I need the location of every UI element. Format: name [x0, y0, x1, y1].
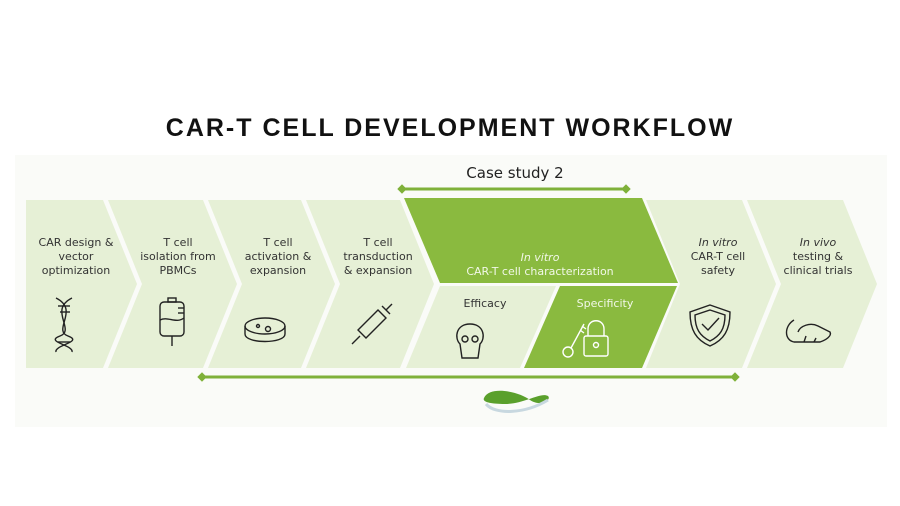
efficacy-panel: [406, 286, 556, 368]
label-line: testing &: [792, 250, 844, 263]
step-3-chevron: [208, 200, 335, 368]
label-line: clinical trials: [783, 264, 853, 277]
label-line: CAR-T cell: [690, 250, 746, 263]
syringe-icon: [351, 303, 393, 345]
iv-bag-icon: [159, 297, 185, 346]
step-5-label: In vitro CAR-T cell characterization: [440, 251, 640, 279]
step-3-label: T cell activation & expansion: [230, 236, 326, 278]
specificity-panel: [524, 286, 677, 368]
step-7-chevron: [747, 200, 877, 368]
step-7-label: In vivo testing & clinical trials: [768, 236, 868, 278]
label-line: vector: [58, 250, 94, 263]
step-4-chevron: [306, 200, 434, 368]
skull-icon: [456, 323, 484, 359]
case-study-label: Case study 2: [466, 164, 564, 182]
label-line: T cell: [263, 236, 293, 249]
step-1-label: CAR design & vector optimization: [26, 236, 126, 278]
dna-icon: [54, 297, 74, 353]
step-6-label: In vitro CAR-T cell safety: [668, 236, 768, 278]
mouse-icon: [785, 319, 832, 343]
step-4-label: T cell transduction & expansion: [328, 236, 428, 278]
label-line: PBMCs: [159, 264, 197, 277]
label-line: safety: [701, 264, 735, 277]
page-title: CAR-T CELL DEVELOPMENT WORKFLOW: [165, 114, 735, 142]
step-2-chevron: [108, 200, 237, 368]
label-line: & expansion: [343, 264, 413, 277]
company-logo: [483, 390, 549, 413]
step-1-chevron: [26, 200, 137, 368]
label-line: transduction: [343, 250, 413, 263]
label-line: CAR-T cell characterization: [466, 265, 614, 278]
label-line: expansion: [249, 264, 307, 277]
step-5-header: [404, 198, 678, 283]
label-line: isolation from: [140, 250, 216, 263]
label-line: activation &: [244, 250, 312, 263]
label-line: T cell: [163, 236, 193, 249]
label-line: optimization: [41, 264, 111, 277]
petri-dish-icon: [244, 317, 286, 343]
label-line: CAR design &: [38, 236, 114, 249]
overall-workflow-bracket: [197, 372, 740, 382]
shield-check-icon: [689, 304, 731, 347]
step-6-chevron: [646, 200, 776, 368]
label-italic: In vitro: [520, 251, 560, 264]
step-2-label: T cell isolation from PBMCs: [130, 236, 226, 278]
efficacy-label: Efficacy: [463, 297, 507, 310]
case-study-bracket: [397, 184, 631, 194]
label-italic: In vitro: [698, 236, 738, 249]
key-lock-icon: [562, 320, 609, 358]
label-italic: In vivo: [799, 236, 837, 249]
specificity-label: Specificity: [576, 297, 634, 310]
label-line: T cell: [363, 236, 393, 249]
